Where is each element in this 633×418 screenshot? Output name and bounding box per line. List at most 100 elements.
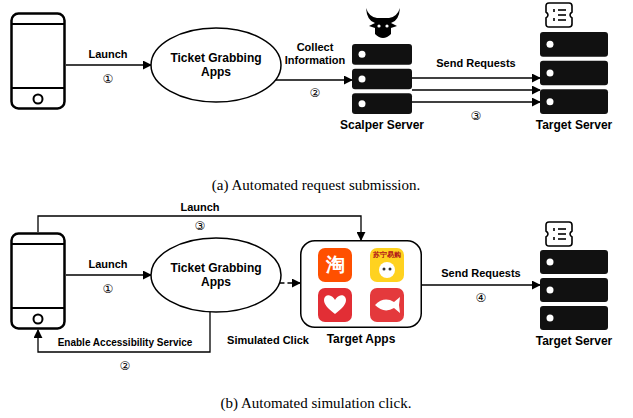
server-light (547, 315, 554, 322)
server-light (547, 41, 554, 48)
node-caption: Target Server (536, 118, 612, 132)
phone-body (12, 234, 65, 329)
bull-head (366, 8, 400, 38)
app-ellipse: Ticket Grabbing Apps (150, 237, 282, 313)
figure-caption: (a) Automated request submission. (212, 177, 420, 194)
arrow-connector (66, 274, 151, 275)
server-light (359, 100, 366, 107)
bull-ear (369, 23, 375, 28)
arrow-connector (412, 77, 540, 78)
ticket-outline (546, 3, 572, 27)
server-unit (540, 250, 608, 274)
bull-eye (377, 24, 380, 27)
arrow-connector (412, 101, 540, 102)
node-caption: Target Apps (327, 332, 396, 346)
server-stack: Target Server (540, 250, 608, 330)
ticket-dot (553, 18, 555, 21)
server-light (359, 76, 366, 83)
callout-number: ② (310, 87, 321, 101)
app-icon (370, 288, 404, 322)
app-icon-text: 淘 (326, 254, 345, 276)
figure-caption: (b) Automated simulation click. (221, 395, 412, 412)
bull-icon (366, 8, 400, 38)
ticket-line (558, 233, 566, 235)
server-unit (540, 89, 608, 114)
ticket-dot (553, 9, 555, 12)
edge-label: Simulated Click (227, 334, 309, 347)
server-unit (540, 306, 608, 330)
server-stack: Scalper Server (352, 44, 412, 114)
app-icon (318, 248, 352, 282)
server-unit (352, 69, 412, 90)
node-label: Ticket Grabbing Apps (170, 51, 262, 80)
node-label: Ticket Grabbing Apps (170, 261, 262, 290)
phone-screen-bottom (12, 87, 65, 89)
edge-label: Launch (88, 48, 127, 61)
node-caption: Scalper Server (340, 118, 424, 132)
target-apps-box: Target Apps (300, 240, 422, 328)
dog-eye (383, 268, 386, 271)
server-light (547, 98, 554, 105)
callout-number: ③ (195, 220, 206, 234)
dog-face (379, 262, 395, 278)
ticket-line (558, 9, 566, 11)
phone-body (12, 14, 65, 109)
dog-eye (389, 268, 392, 271)
phone-icon (10, 12, 66, 110)
server-unit (540, 278, 608, 302)
phone-screen-top (12, 23, 65, 25)
node-outline (10, 12, 66, 110)
app-icon (370, 248, 404, 282)
app-icon-text: 苏宁易购 (373, 251, 401, 259)
arrow-connector (422, 284, 540, 285)
bull-ear (391, 23, 397, 28)
ellipse-outline (151, 238, 281, 312)
callout-number: ④ (476, 292, 487, 306)
server-unit (352, 44, 412, 65)
phone-button (34, 315, 43, 324)
node-outline (10, 232, 66, 330)
phone-button (34, 95, 43, 104)
edge-label: Enable Accessibility Service (58, 337, 193, 349)
callout-number: ③ (471, 110, 482, 124)
arrow-connector (412, 89, 540, 90)
server-unit (352, 93, 412, 114)
ticket-line (558, 238, 566, 240)
callout-number: ② (120, 360, 131, 374)
ticket-icon (546, 222, 572, 246)
heart-symbol (324, 295, 346, 314)
arrow-connector (275, 79, 352, 80)
ticket-line (558, 19, 566, 21)
edge-label: Send Requests (436, 57, 515, 70)
callout-number: ① (103, 73, 114, 87)
node-caption: Target Server (536, 334, 612, 348)
edge-label: Collect Information (275, 41, 355, 66)
node-outline (540, 32, 608, 114)
edge-label: Launch (88, 258, 127, 271)
server-light (359, 51, 366, 58)
app-ellipse: Ticket Grabbing Apps (150, 27, 282, 103)
ticket-outline (546, 222, 572, 246)
callout-number: ① (103, 283, 114, 297)
node-outline (300, 240, 422, 328)
arrow-connector (66, 64, 151, 65)
phone-screen-top (12, 243, 65, 245)
arrow-connector (38, 216, 361, 240)
server-unit (540, 32, 608, 57)
arrow-connector (279, 282, 300, 283)
server-light (547, 259, 554, 266)
apps-outline (301, 241, 422, 328)
phone-screen-bottom (12, 307, 65, 309)
node-outline (540, 250, 608, 330)
server-light (547, 70, 554, 77)
bull-eye (385, 24, 388, 27)
ticket-line (558, 14, 566, 16)
fish-symbol (375, 297, 400, 313)
ticket-icon (546, 3, 572, 27)
server-stack: Target Server (540, 32, 608, 114)
node-outline (352, 44, 412, 114)
edge-label: Launch (180, 201, 219, 214)
server-unit (540, 61, 608, 86)
ticket-dot (553, 228, 555, 231)
